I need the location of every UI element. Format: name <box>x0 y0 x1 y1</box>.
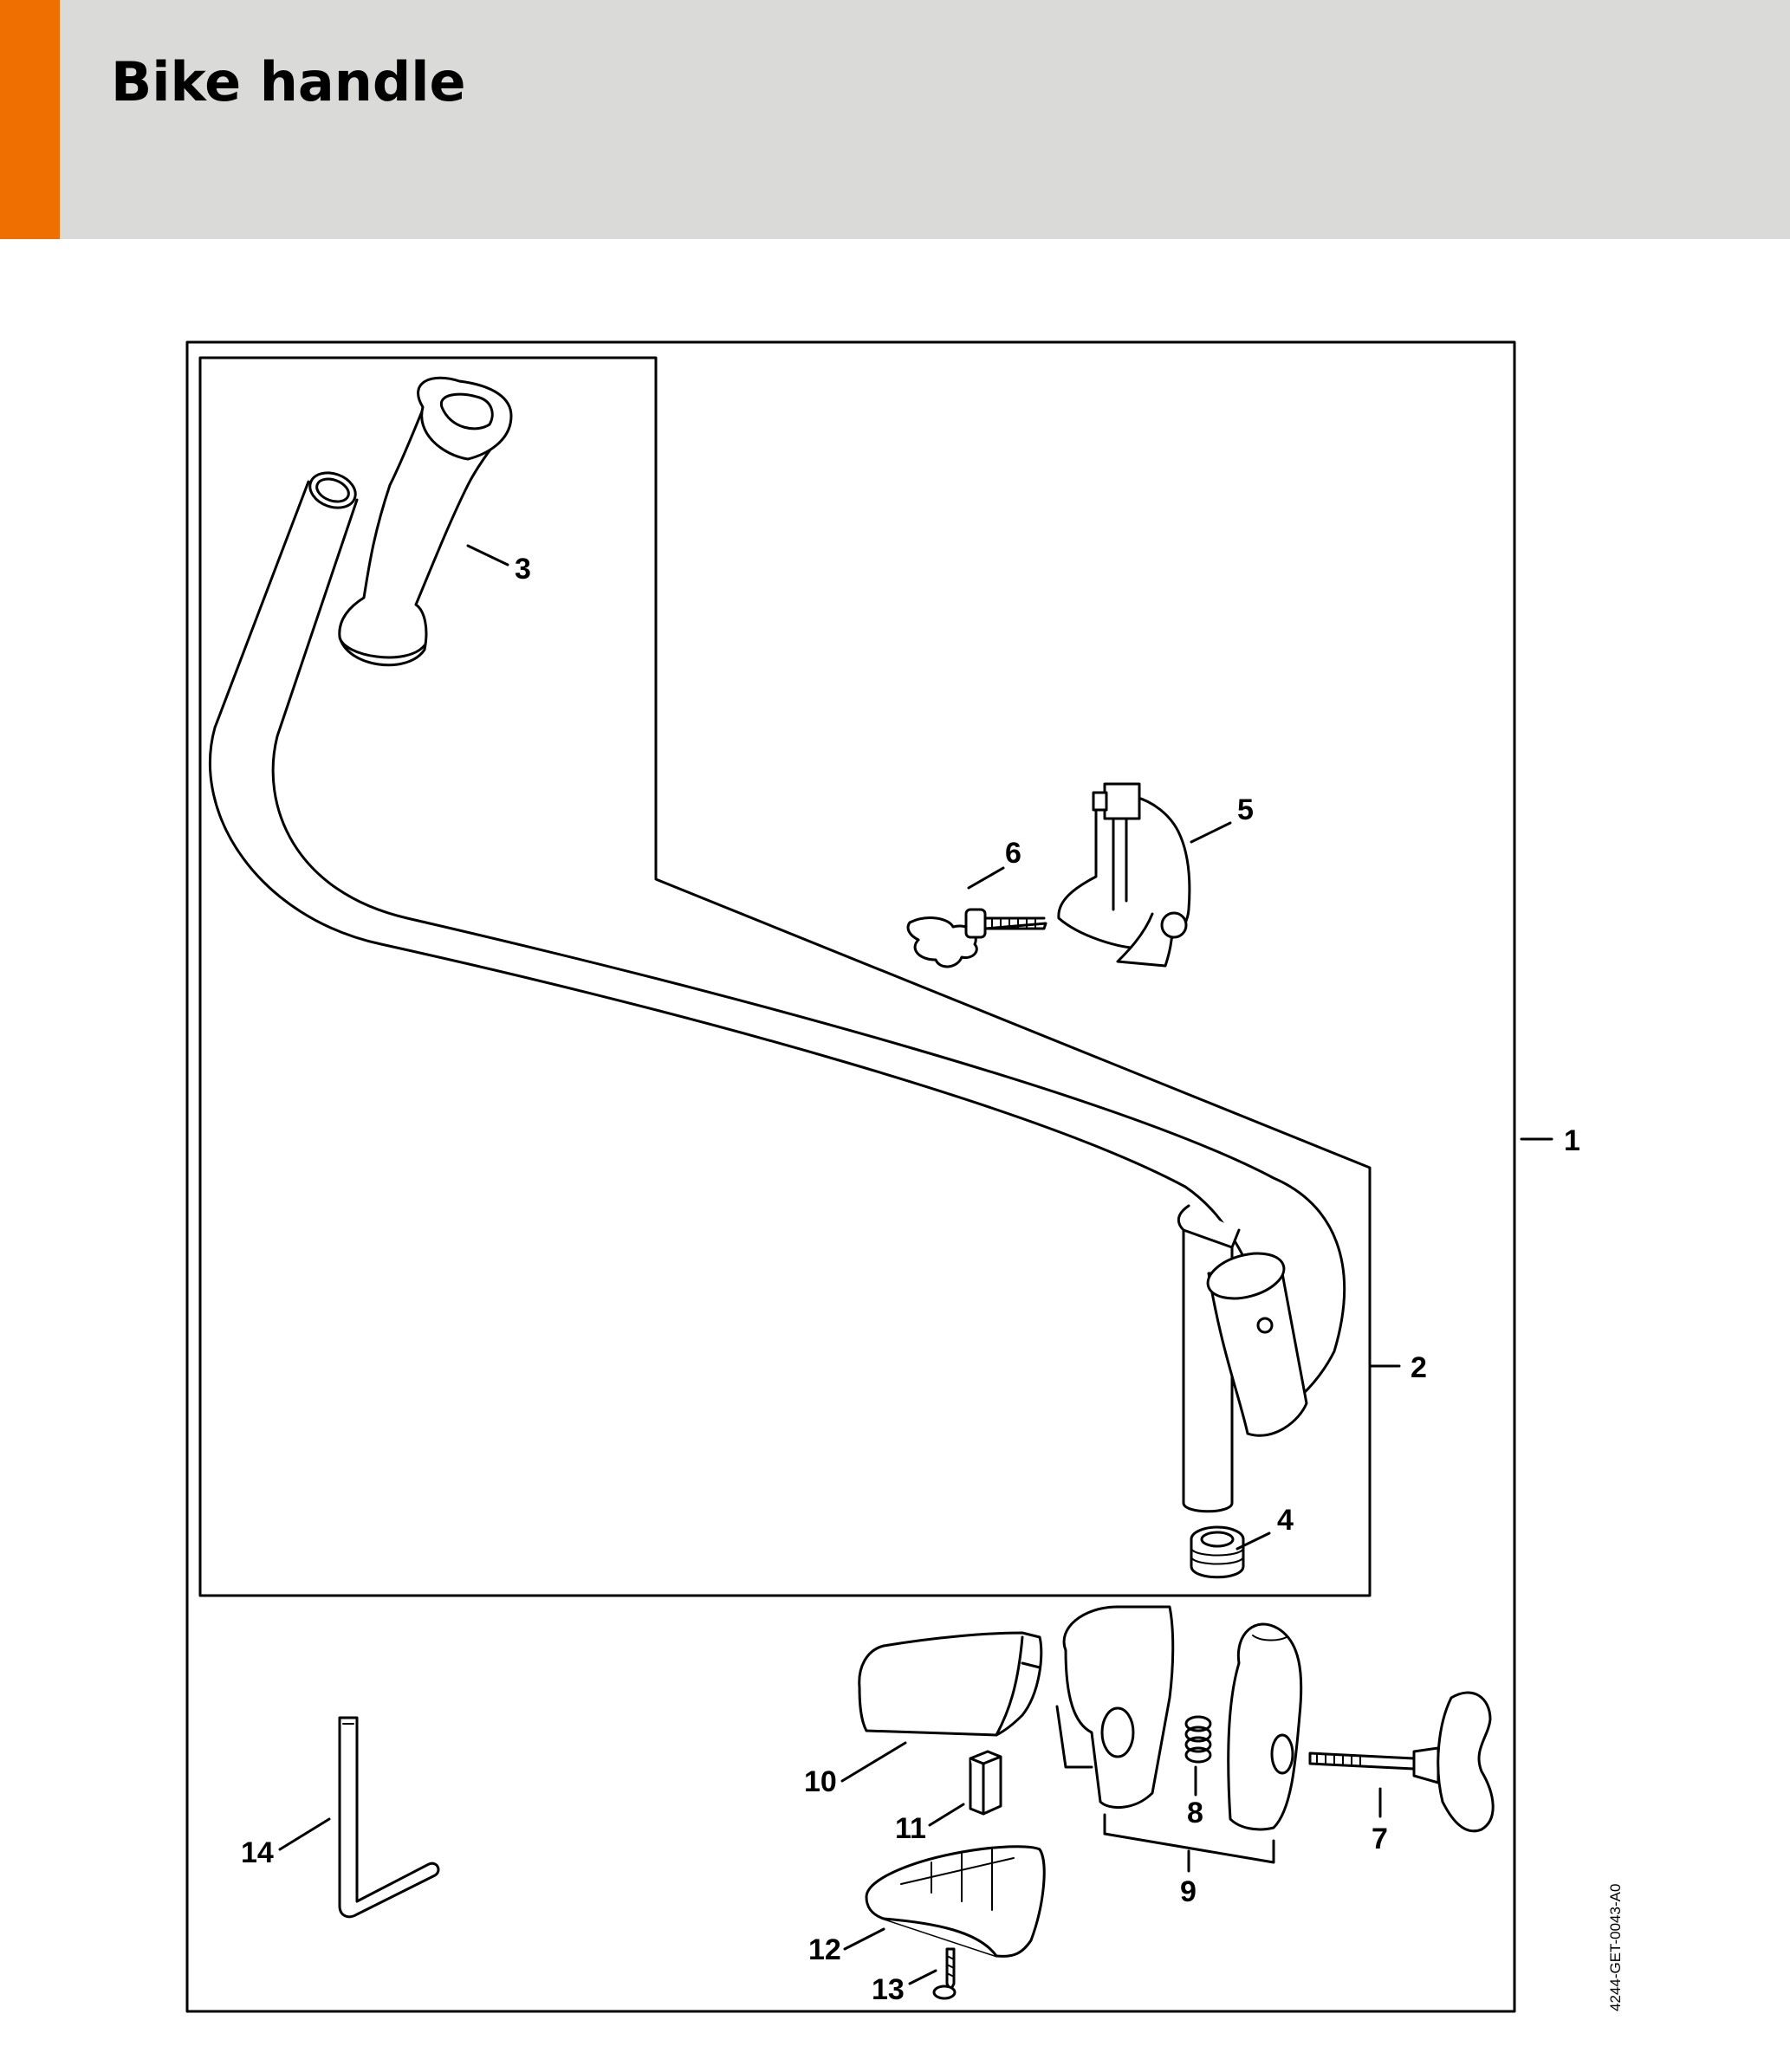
exploded-parts-diagram: 1 2 3 4 5 6 7 8 9 10 11 12 13 14 4244-GE… <box>185 340 1624 2013</box>
end-plug-drawing <box>1190 1525 1245 1579</box>
hand-grip-drawing <box>338 376 513 667</box>
assembly-frame-inner <box>198 356 1372 1597</box>
spacer-drawing <box>969 1750 1002 1816</box>
callout-6: 6 <box>1005 837 1021 870</box>
callout-leaders <box>278 544 1553 1985</box>
page-header: Bike handle <box>0 0 1790 239</box>
wing-bolt-drawing <box>1308 1691 1495 1833</box>
callout-9: 9 <box>1180 1875 1197 1908</box>
clamp-cover-drawing <box>858 1631 1043 1737</box>
clamp-halves-drawing <box>1055 1605 1303 1831</box>
callout-1: 1 <box>1564 1124 1580 1157</box>
callout-8: 8 <box>1187 1797 1203 1829</box>
diagram-reference-code: 4244-GET-0043-A0 <box>1607 1884 1624 2011</box>
page-title: Bike handle <box>111 50 466 113</box>
assembly-frame-outer <box>185 340 1516 2013</box>
screw-drawing <box>932 1947 957 2000</box>
callout-4: 4 <box>1277 1504 1294 1537</box>
clamp-bracket-drawing <box>1057 782 1191 968</box>
callout-5: 5 <box>1237 793 1254 826</box>
accent-bar <box>0 0 60 239</box>
allen-key-drawing <box>338 1716 440 1919</box>
callout-11: 11 <box>895 1812 926 1845</box>
callout-14: 14 <box>241 1836 274 1869</box>
callout-3: 3 <box>515 553 531 586</box>
clamp-base-drawing <box>865 1845 1046 1958</box>
callout-10: 10 <box>804 1765 837 1798</box>
callout-12: 12 <box>808 1933 841 1966</box>
callout-2: 2 <box>1411 1351 1427 1384</box>
spring-drawing <box>1184 1715 1212 1764</box>
star-knob-screw-drawing <box>906 908 1047 968</box>
handlebar-tube-drawing <box>209 471 1346 1513</box>
callout-13: 13 <box>872 1973 905 2006</box>
callout-7: 7 <box>1372 1823 1388 1855</box>
